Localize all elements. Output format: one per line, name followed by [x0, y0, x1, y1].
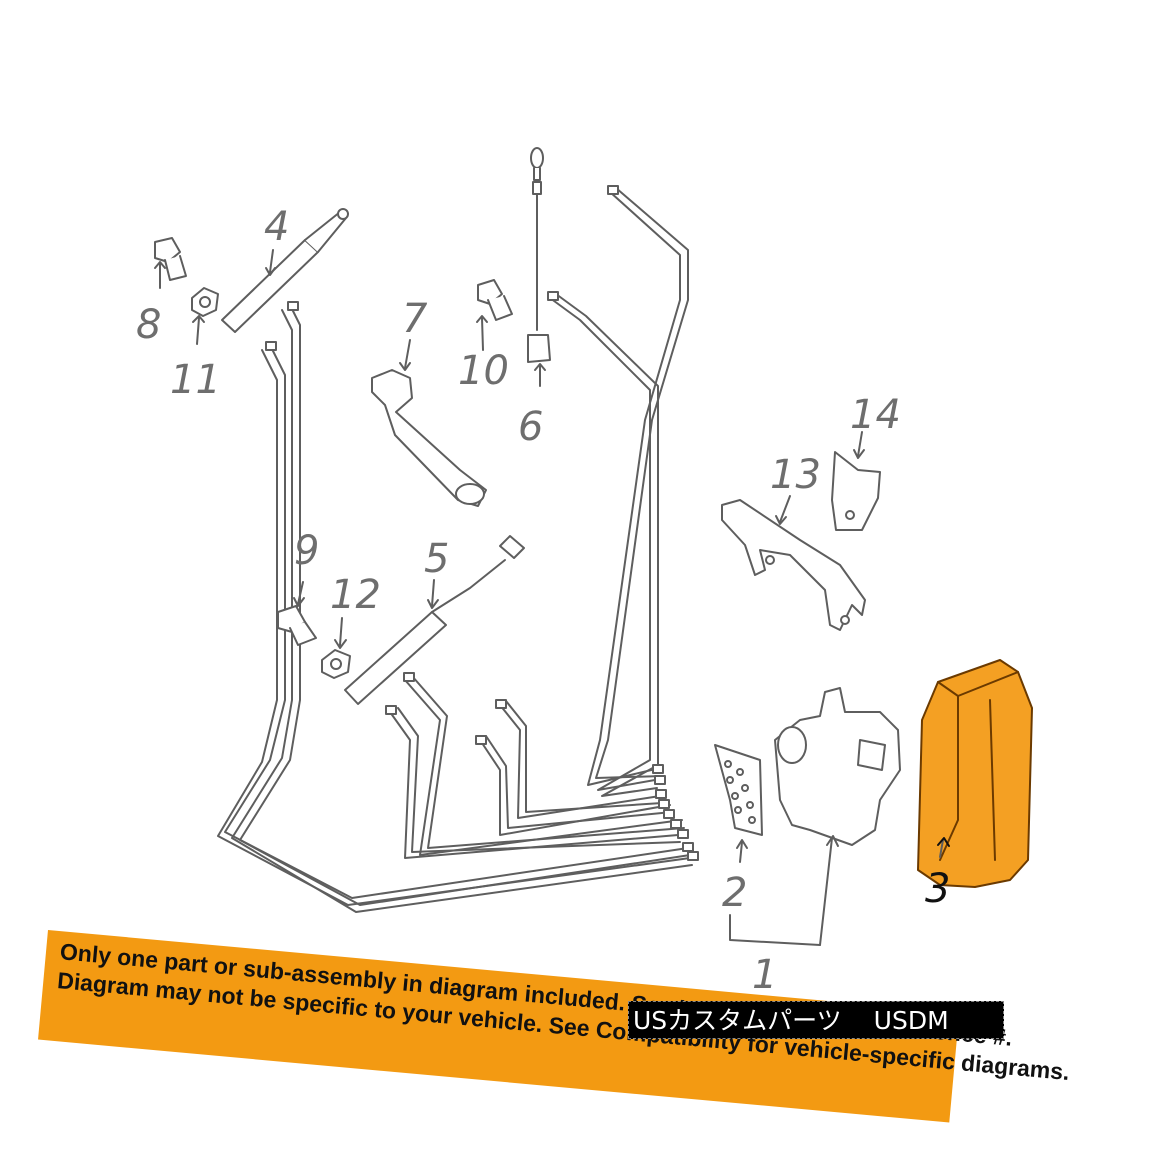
callout-8: 8: [136, 302, 161, 348]
part-5-cylinder: [344, 535, 525, 705]
callout-9: 9: [294, 528, 319, 574]
part-1-pump-assembly: [774, 687, 901, 846]
callout-labels: 1 2 3 4 5 6 7 8 9 10 11 12 13 14: [136, 204, 950, 998]
part-13-bracket: [721, 499, 866, 631]
callout-3: 3: [925, 866, 950, 912]
leader-lines: [154, 249, 950, 946]
part-10-bolt: [477, 279, 513, 321]
callout-2: 2: [722, 870, 747, 916]
part-7-bracket: [371, 369, 487, 507]
callout-12: 12: [330, 572, 381, 618]
callout-14: 14: [850, 392, 901, 438]
callout-13: 13: [770, 452, 821, 498]
part-14-bracket: [831, 451, 881, 531]
part-8-bolt: [154, 237, 187, 281]
part-3-highlighted: [917, 659, 1033, 888]
part-11-nut: [191, 287, 219, 317]
callout-5: 5: [424, 536, 449, 582]
part-9-bolt: [277, 605, 317, 646]
watermark-brand: USDM: [873, 1006, 949, 1035]
watermark-store-name: USカスタムパーツ: [633, 1006, 842, 1035]
part-6-cable: [527, 147, 551, 363]
callout-6: 6: [518, 404, 543, 450]
callout-1: 1: [752, 952, 777, 998]
hydraulic-lines: [217, 187, 693, 913]
callout-11: 11: [170, 357, 221, 403]
part-2-plate: [714, 744, 763, 836]
part-4-cylinder: [221, 208, 349, 333]
callout-7: 7: [402, 296, 428, 342]
callout-4: 4: [264, 204, 289, 250]
part-12-nut: [321, 649, 351, 679]
line-fittings: [265, 185, 699, 861]
callout-10: 10: [458, 348, 509, 394]
store-watermark: USカスタムパーツ USDM: [628, 1001, 1004, 1039]
